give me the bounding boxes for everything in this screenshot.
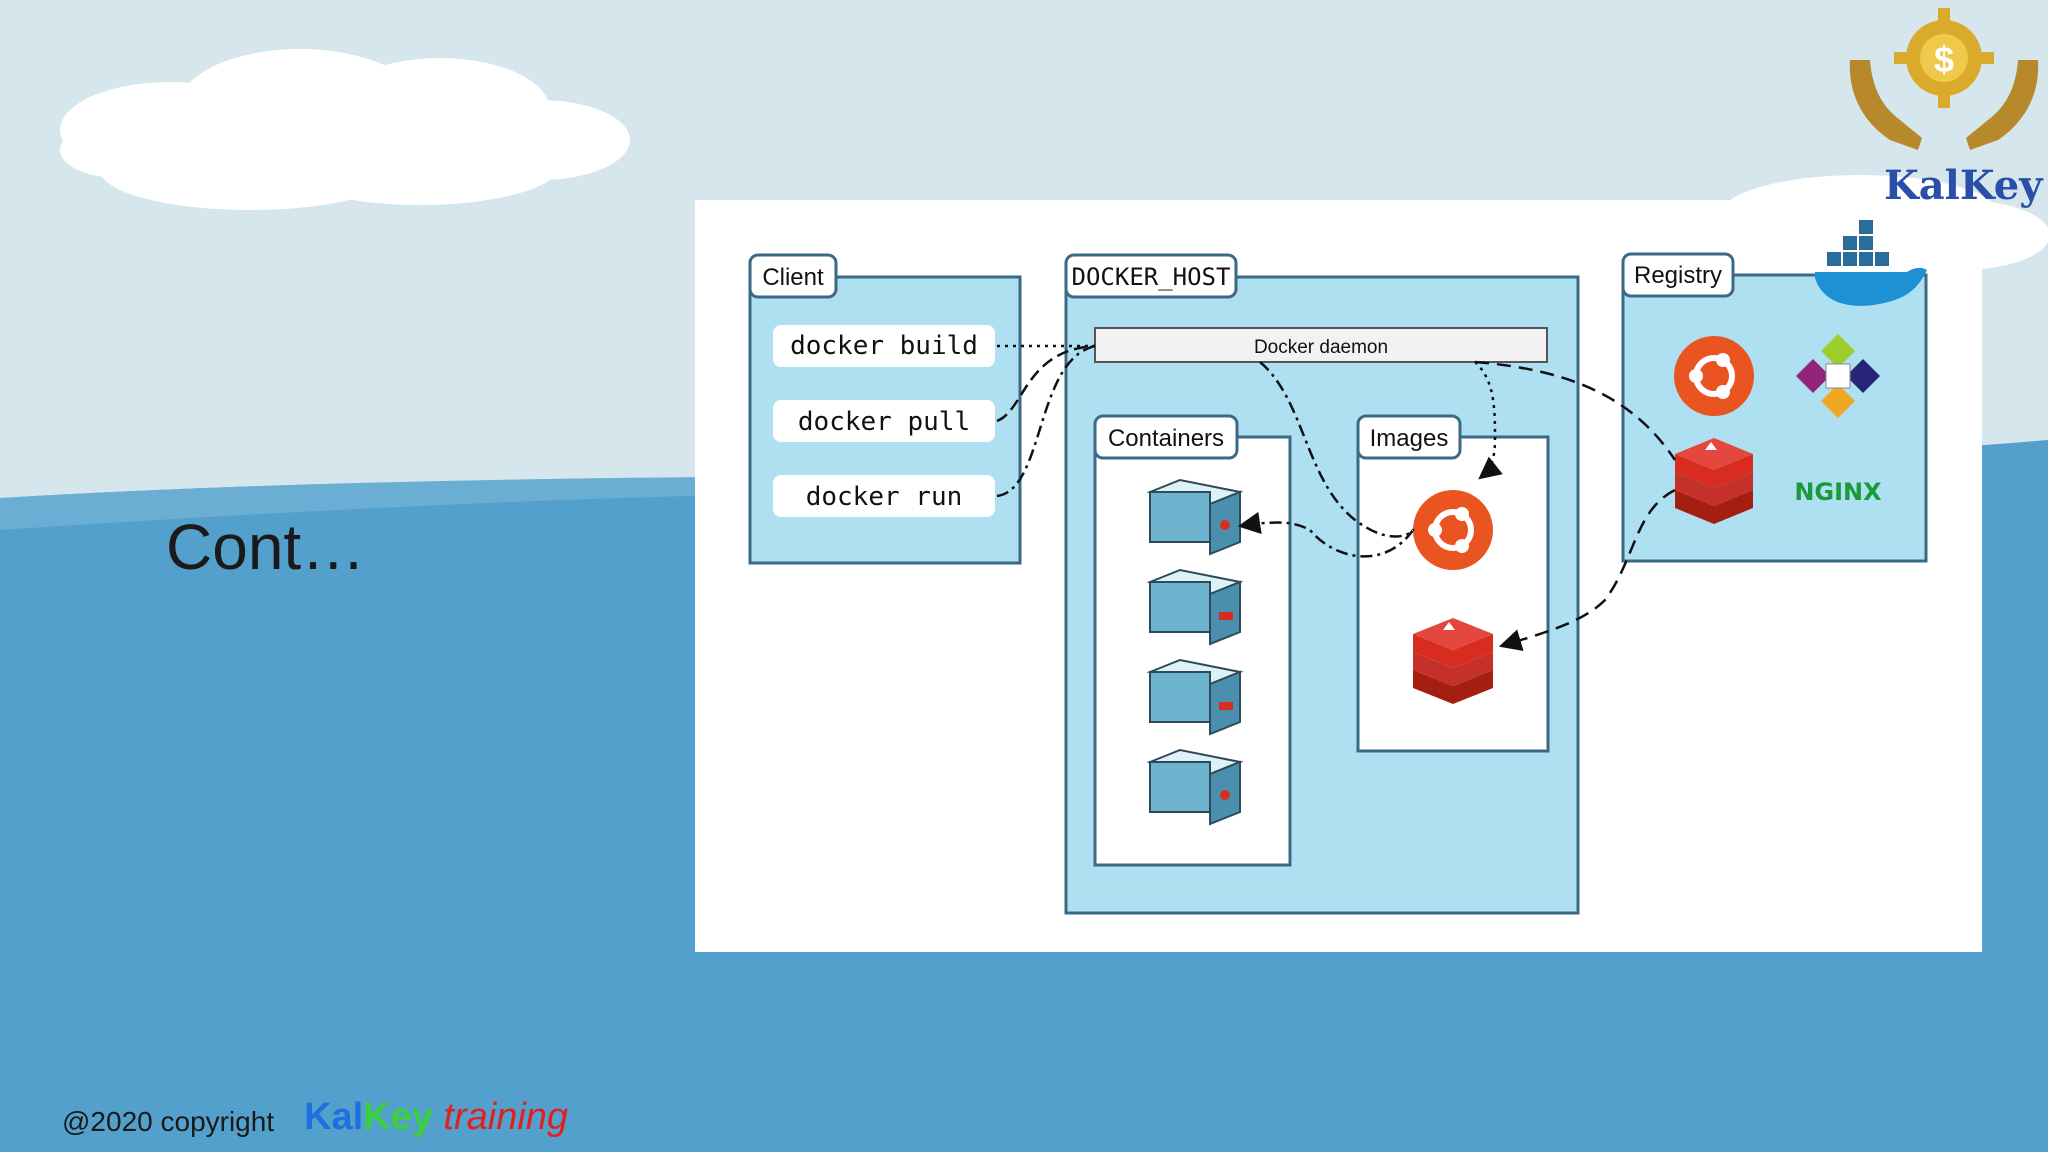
docker-host-label: DOCKER_HOST [1072, 263, 1231, 291]
daemon-to-container [1237, 361, 1415, 558]
command-label: docker run [806, 482, 963, 512]
command-docker-pull: docker pull [773, 400, 995, 442]
container-icon [1146, 658, 1244, 736]
slide-title: Cont… [166, 511, 366, 583]
command-label: docker build [790, 331, 978, 361]
container-icon [1146, 568, 1244, 646]
hand-right-icon [1966, 60, 2039, 150]
docker-daemon-label: Docker daemon [1254, 337, 1388, 358]
connectors [996, 344, 1677, 652]
centos-registry-icon [1796, 334, 1880, 418]
client-label: Client [762, 264, 824, 291]
docker-daemon-bar: Docker daemon [1094, 327, 1548, 363]
images-label: Images [1370, 425, 1449, 452]
pull-connector [996, 344, 1096, 423]
containers-label: Containers [1108, 425, 1224, 452]
docker-architecture-diagram: Client docker build docker pull docker r… [695, 200, 1982, 952]
container-icon [1146, 478, 1244, 556]
command-docker-build: docker build [773, 325, 995, 367]
run-connector [996, 344, 1096, 498]
footer-copyright: @2020 copyright [62, 1106, 275, 1137]
registry-box: Registry [1621, 252, 1928, 563]
command-label: docker pull [798, 407, 970, 437]
registry-to-redis-image [1498, 488, 1676, 652]
kalkey-logo: $ [1849, 8, 2039, 150]
registry-label: Registry [1634, 262, 1722, 289]
coin-symbol: $ [1934, 39, 1954, 80]
brand-training: training [443, 1096, 569, 1138]
container-icon [1146, 748, 1244, 826]
docker-whale-icon [1815, 220, 1927, 306]
cloud [60, 49, 630, 210]
daemon-to-ubuntu-image [1474, 361, 1503, 480]
redis-registry-icon [1675, 438, 1753, 524]
redis-image-icon [1413, 618, 1493, 704]
ubuntu-registry-icon [1674, 336, 1754, 416]
command-docker-run: docker run [773, 475, 995, 517]
daemon-to-registry [1474, 360, 1677, 461]
ubuntu-image-icon [1413, 490, 1493, 570]
footer-brand: KalKey training [304, 1096, 568, 1139]
nginx-logo: NGINX [1794, 478, 1882, 506]
hand-left-icon [1849, 60, 1922, 150]
brand-kal: Kal [304, 1096, 364, 1138]
brand-key: Key [363, 1096, 433, 1138]
